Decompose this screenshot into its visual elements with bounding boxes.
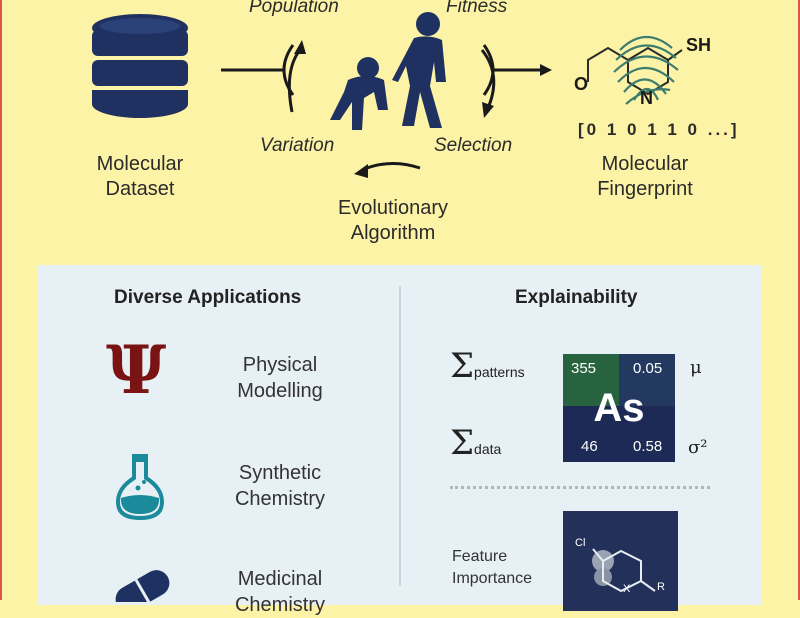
tile-element-symbol: As — [593, 386, 645, 430]
fingerprint-label: Molecular Fingerprint — [597, 153, 693, 200]
app-synthetic-label: Synthetic Chemistry — [234, 462, 325, 510]
tile-top-right-value: 0.05 — [633, 360, 663, 377]
atom-o: O — [574, 74, 589, 94]
atom-n: N — [640, 88, 653, 108]
app-medicinal-label: Medicinal Chemistry — [234, 568, 325, 616]
fingerprint-molecule-icon — [587, 35, 683, 105]
cycle-selection-label: Selection — [434, 135, 513, 156]
algorithm-label: Evolutionary Algorithm — [337, 197, 449, 244]
sigma-symbol: Σ — [450, 346, 475, 386]
dotted-separator — [450, 486, 710, 489]
feature-importance-label: Feature Importance — [452, 548, 533, 587]
sigma-patterns: Σpatterns — [450, 346, 525, 386]
cycle-fitness-label: Fitness — [446, 0, 508, 17]
sigma-data-sub: data — [474, 441, 502, 457]
panel-divider — [399, 286, 401, 586]
feature-molecule-tile: Cl X R — [563, 511, 678, 611]
feature-atom-x: X — [623, 583, 631, 595]
element-tile: 355 0.05 As 46 0.58 — [563, 354, 675, 462]
tile-bottom-right-value: 0.58 — [633, 438, 663, 455]
border-frame — [0, 0, 800, 600]
flask-icon — [115, 454, 165, 521]
app-physical-label: Physical Modelling — [237, 354, 323, 402]
feature-atom-cl: Cl — [575, 537, 586, 549]
sigma-symbol: Σ — [450, 423, 475, 463]
feature-atom-r: R — [657, 581, 665, 593]
explainability-heading: Explainability — [515, 287, 638, 308]
tile-top-left-cell — [563, 354, 619, 406]
psi-icon: Ψ — [106, 331, 167, 409]
mu-symbol: μ — [690, 357, 702, 378]
evolution-cycle-arrows — [287, 40, 496, 178]
cycle-population-label: Population — [249, 0, 339, 17]
sigma-squared-symbol: σ² — [688, 437, 708, 458]
evolution-figures-icon — [330, 12, 446, 130]
database-icon — [92, 14, 188, 118]
sigma-data: Σdata — [450, 423, 501, 463]
atom-sh: SH — [686, 35, 712, 55]
dataset-label: Molecular Dataset — [96, 153, 184, 200]
fingerprint-bits: [0 1 0 1 1 0 ...] — [578, 120, 740, 139]
tile-bottom-left-value: 46 — [581, 438, 598, 455]
applications-heading: Diverse Applications — [114, 287, 302, 308]
pill-icon — [115, 570, 170, 602]
feature-molecule-icon — [592, 548, 656, 593]
tile-top-left-value: 355 — [571, 360, 597, 377]
cycle-variation-label: Variation — [260, 135, 335, 156]
tile-top-right-cell — [619, 354, 675, 406]
sigma-patterns-sub: patterns — [474, 364, 525, 380]
